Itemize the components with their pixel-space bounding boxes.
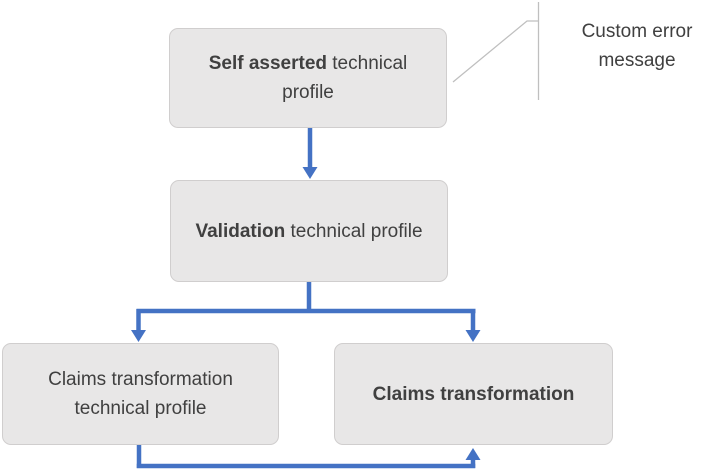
node-label: Claims transformation technical profile: [17, 365, 264, 423]
node-label-rest: technical profile: [282, 53, 408, 103]
node-label: Claims transformation: [373, 380, 575, 409]
node-label-bold: Claims transformation: [372, 383, 575, 405]
node-claims-transformation-technical-profile: Claims transformation technical profile: [2, 343, 279, 445]
callout-custom-error-message: Custom error message: [581, 21, 693, 71]
node-label-bold: Validation: [195, 220, 286, 242]
node-validation-technical-profile: Validation technical profile: [170, 180, 448, 282]
arrow-self-asserted-to-validation: [302, 128, 318, 179]
node-label-rest: technical profile: [285, 220, 423, 242]
node-label-rest: Claims transformation technical profile: [48, 369, 233, 419]
connector-validation-branch: [131, 281, 481, 342]
node-self-asserted-technical-profile: Self asserted technical profile: [169, 28, 447, 128]
connector-claims-tp-to-claims-transformation: [136, 444, 481, 469]
node-label: Validation technical profile: [195, 217, 422, 246]
callout-leader-line: [452, 2, 540, 100]
node-label: Self asserted technical profile: [184, 49, 432, 107]
node-label-bold: Self asserted: [208, 53, 327, 74]
node-claims-transformation: Claims transformation: [334, 343, 613, 445]
